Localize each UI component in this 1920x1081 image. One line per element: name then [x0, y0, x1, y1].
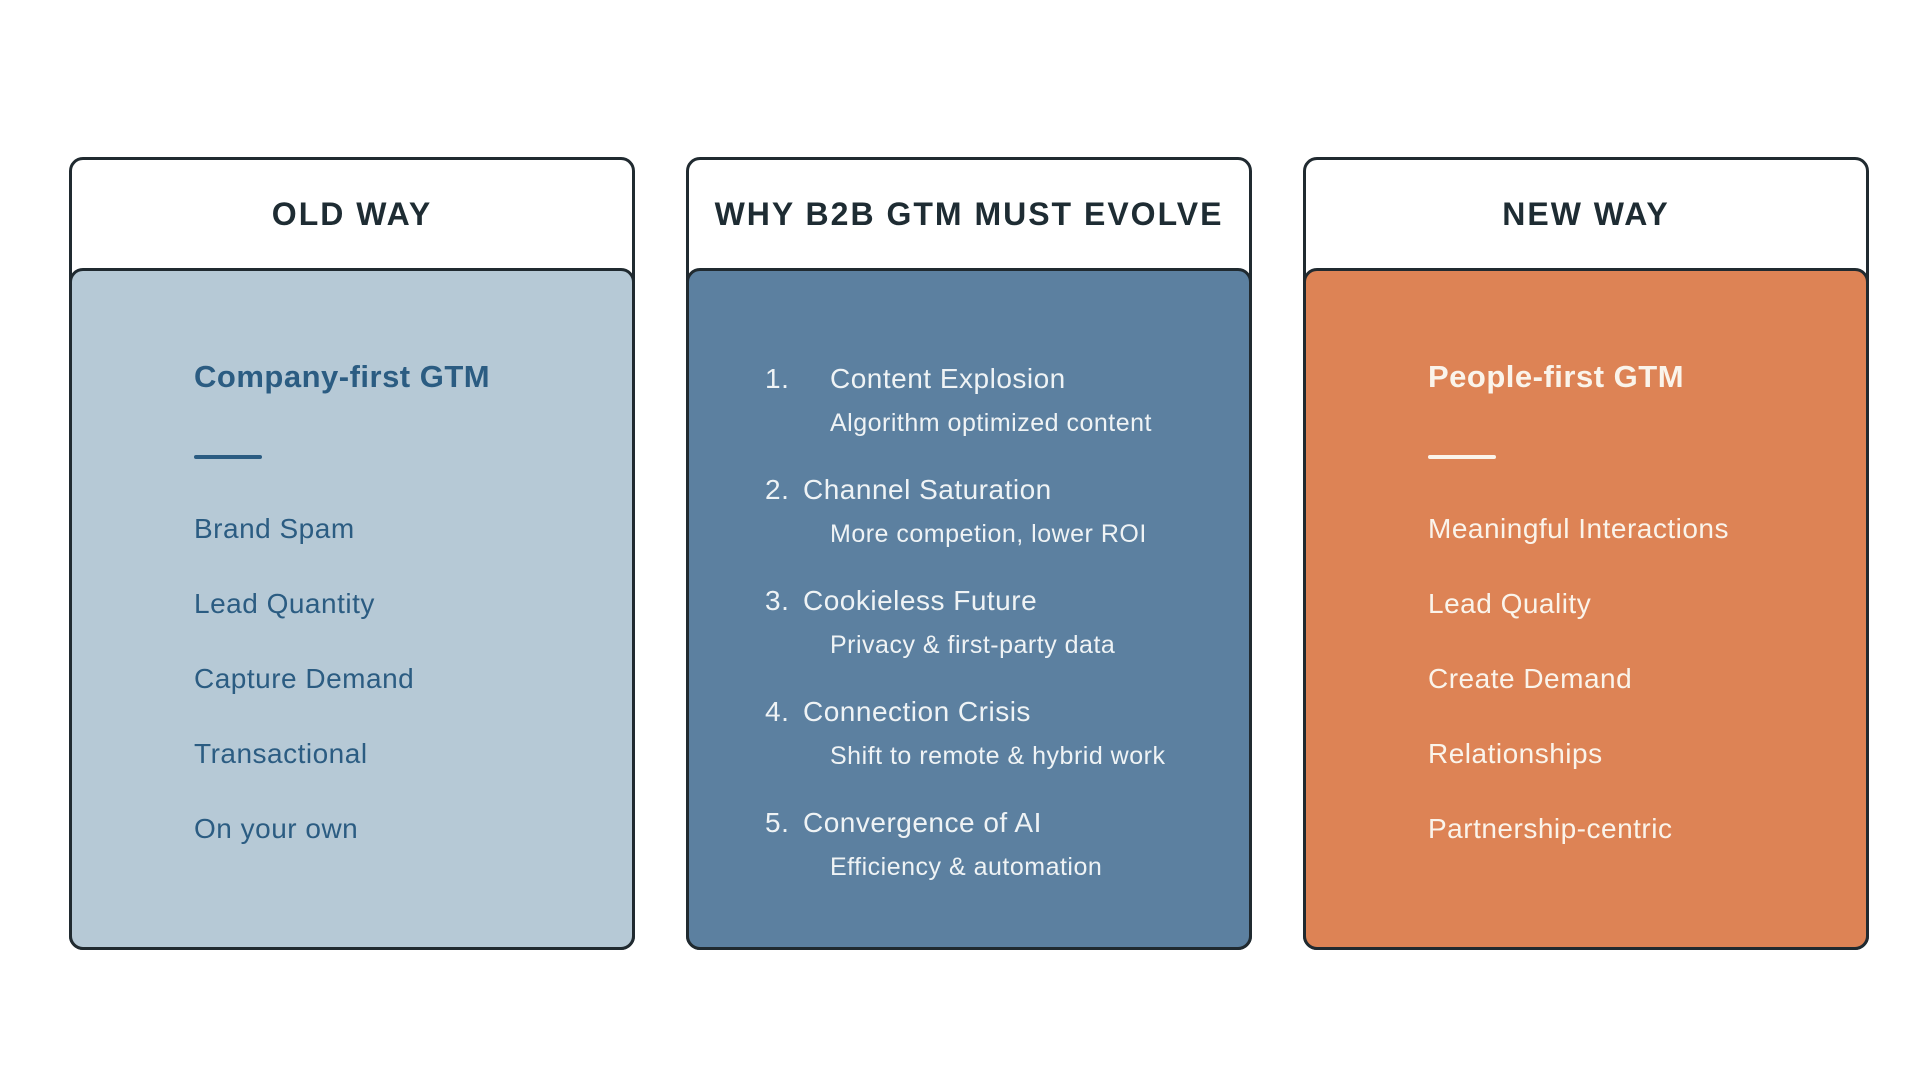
numbered-item: 2. Channel Saturation More competion, lo… — [765, 472, 1219, 552]
list-item: Capture Demand — [194, 663, 415, 694]
numbered-item: 3. Cookieless Future Privacy & first-par… — [765, 583, 1219, 663]
why-evolve-body: 1. Content Explosion Algorithm optimized… — [686, 268, 1252, 950]
numbered-item: 4. Connection Crisis Shift to remote & h… — [765, 694, 1219, 774]
divider-line — [194, 455, 262, 459]
list-item: Lead Quantity — [194, 588, 375, 619]
item-title: Convergence of AI — [803, 807, 1042, 838]
why-evolve-header: WHY B2B GTM MUST EVOLVE — [689, 160, 1249, 268]
numbered-item: 1. Content Explosion Algorithm optimized… — [765, 361, 1219, 441]
list-item: Partnership-centric — [1428, 813, 1673, 844]
item-number: 5. — [765, 807, 790, 838]
item-number: 2. — [765, 474, 790, 505]
item-number: 3. — [765, 585, 790, 616]
why-evolve-card: WHY B2B GTM MUST EVOLVE 1. Content Explo… — [686, 157, 1252, 950]
new-way-header: NEW WAY — [1306, 160, 1866, 268]
item-detail: More competion, lower ROI — [830, 520, 1147, 548]
new-way-card: NEW WAY People-first GTM Meaningful Inte… — [1303, 157, 1869, 950]
why-evolve-header-title: WHY B2B GTM MUST EVOLVE — [714, 195, 1224, 232]
item-detail: Shift to remote & hybrid work — [830, 742, 1166, 770]
item-title: Connection Crisis — [803, 696, 1031, 727]
new-way-title: People-first GTM — [1428, 359, 1685, 394]
list-item: Brand Spam — [194, 513, 355, 544]
item-detail: Efficiency & automation — [830, 853, 1103, 881]
new-way-body: People-first GTM Meaningful Interactions… — [1303, 268, 1869, 950]
old-way-header: OLD WAY — [72, 160, 632, 268]
list-item: Meaningful Interactions — [1428, 513, 1730, 544]
old-way-header-title: OLD WAY — [271, 195, 433, 232]
item-detail: Algorithm optimized content — [830, 409, 1152, 437]
old-way-card: OLD WAY Company-first GTM Brand Spam Lea… — [69, 157, 635, 950]
why-evolve-numbered-list: 1. Content Explosion Algorithm optimized… — [765, 361, 1219, 885]
item-number: 1. — [765, 363, 790, 394]
new-way-header-title: NEW WAY — [1502, 195, 1670, 232]
comparison-cards-row: OLD WAY Company-first GTM Brand Spam Lea… — [69, 157, 1869, 950]
list-item: On your own — [194, 813, 359, 844]
divider-line — [1428, 455, 1496, 459]
list-item: Lead Quality — [1428, 588, 1592, 619]
item-title: Channel Saturation — [803, 474, 1052, 505]
numbered-item: 5. Convergence of AI Efficiency & automa… — [765, 805, 1219, 885]
list-item: Relationships — [1428, 738, 1603, 769]
old-way-title: Company-first GTM — [194, 359, 491, 394]
list-item: Create Demand — [1428, 663, 1633, 694]
new-way-list: Meaningful Interactions Lead Quality Cre… — [1428, 511, 1826, 847]
item-title: Content Explosion — [830, 363, 1066, 394]
item-title: Cookieless Future — [803, 585, 1038, 616]
list-item: Transactional — [194, 738, 368, 769]
item-number: 4. — [765, 696, 790, 727]
item-detail: Privacy & first-party data — [830, 631, 1116, 659]
old-way-body: Company-first GTM Brand Spam Lead Quanti… — [69, 268, 635, 950]
old-way-list: Brand Spam Lead Quantity Capture Demand … — [194, 511, 592, 847]
